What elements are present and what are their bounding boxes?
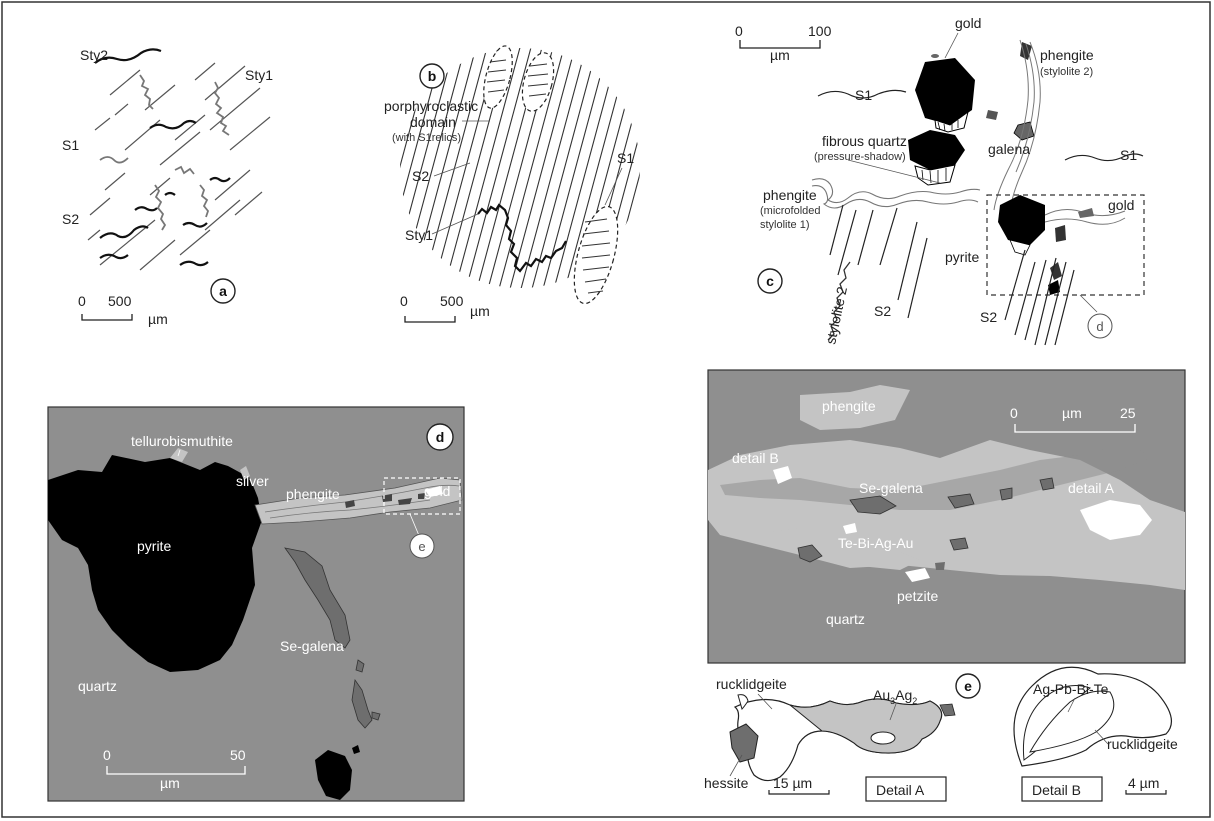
detail-a-scale-label: 15 µm <box>773 775 812 791</box>
label-phengite-s2: phengite <box>1040 47 1094 63</box>
gold-speck <box>931 54 939 58</box>
label-silver: silver <box>236 473 269 489</box>
panel-a-scale-value: 500 <box>108 293 132 309</box>
panel-c-scale-zero: 0 <box>735 23 743 39</box>
panel-e-scale-zero: 0 <box>1010 405 1018 421</box>
label-rucklidgeite: rucklidgeite <box>1107 736 1178 752</box>
label-domain: domain <box>410 114 456 130</box>
label-pyrite: pyrite <box>137 538 171 554</box>
panel-e-scale-value: 25 <box>1120 405 1136 421</box>
detail-b-scale-label: 4 µm <box>1128 775 1159 791</box>
panel-a-marker-label: a <box>219 283 227 299</box>
ref-e-marker-label: e <box>418 539 425 554</box>
panel-d-marker-label: d <box>436 429 445 445</box>
panel-e-scale-unit: µm <box>1062 405 1082 421</box>
label-s1: S1 <box>617 150 634 166</box>
label-s1-left: S1 <box>855 87 872 103</box>
mineral-grain <box>1055 225 1066 242</box>
label-quartz: quartz <box>78 678 117 694</box>
label-gold: gold <box>424 483 450 499</box>
panel-b-scale-unit: µm <box>470 303 490 319</box>
label-s1-right: S1 <box>1120 147 1137 163</box>
label-stylolite-1: stylolite 1) <box>760 219 810 231</box>
label-tellurobismuthite: tellurobismuthite <box>131 433 233 449</box>
panel-d: tellurobismuthite silver phengite gold p… <box>48 407 464 801</box>
panel-d-scale-value: 50 <box>230 747 246 763</box>
label-s2: S2 <box>412 168 429 184</box>
label-phengite: phengite <box>286 486 340 502</box>
panel-d-scale-zero: 0 <box>103 747 111 763</box>
detail-a-title: Detail A <box>876 782 925 798</box>
label-sty1: Sty1 <box>245 67 273 83</box>
detail-b-title: Detail B <box>1032 782 1081 798</box>
label-phengite-s1: phengite <box>763 187 817 203</box>
label-pressure-shadow: (pressure-shadow) <box>814 151 906 163</box>
label-gold-top: gold <box>955 15 981 31</box>
se-galena-grain <box>1040 478 1054 490</box>
label-s2: S2 <box>62 211 79 227</box>
panel-a-scale-unit: µm <box>148 311 168 327</box>
label-detail-b: detail B <box>732 450 779 466</box>
se-galena-grain <box>1000 488 1012 500</box>
label-s2-right: S2 <box>980 309 997 325</box>
label-quartz: quartz <box>826 611 865 627</box>
panel-e-marker-label: e <box>964 678 972 694</box>
label-gold-right: gold <box>1108 197 1134 213</box>
label-s2-mid: S2 <box>874 303 891 319</box>
panel-c-scale-value: 100 <box>808 23 832 39</box>
label-hessite: hessite <box>704 775 749 791</box>
label-with-s1-relics: (with S1relics) <box>392 132 461 144</box>
panel-b-marker-label: b <box>428 68 437 84</box>
mineral-grain <box>935 562 945 570</box>
label-rucklidgeite: rucklidgeite <box>716 676 787 692</box>
panel-d-scale-unit: µm <box>160 775 180 791</box>
panel-e: phengite detail B Se-galena detail A Te-… <box>708 370 1185 698</box>
panel-c-scale-unit: µm <box>770 47 790 63</box>
label-fibrous-quartz: fibrous quartz <box>822 133 907 149</box>
ref-d-marker-label: d <box>1096 319 1103 334</box>
label-galena: galena <box>988 141 1030 157</box>
label-microfolded: (microfolded <box>760 205 821 217</box>
panel-b-scale-value: 500 <box>440 293 464 309</box>
inclusion <box>871 732 895 744</box>
label-te-bi-ag-au: Te-Bi-Ag-Au <box>838 535 913 551</box>
label-stylolite-2-note: (stylolite 2) <box>1040 66 1093 78</box>
label-se-galena: Se-galena <box>280 638 344 654</box>
label-phengite: phengite <box>822 398 876 414</box>
label-se-galena: Se-galena <box>859 480 923 496</box>
panel-a-scale-zero: 0 <box>78 293 86 309</box>
panel-c-marker-label: c <box>766 273 774 289</box>
label-ag-pb-bi-te: Ag-Pb-Bi-Te <box>1033 681 1109 697</box>
label-petzite: petzite <box>897 588 938 604</box>
label-pyrite: pyrite <box>945 249 979 265</box>
label-sty1: Sty1 <box>405 227 433 243</box>
label-sty2: Sty2 <box>80 47 108 63</box>
label-s1: S1 <box>62 137 79 153</box>
panel-b-scale-zero: 0 <box>400 293 408 309</box>
label-porphyroclastic: porphyroclastic <box>384 98 478 114</box>
label-detail-a: detail A <box>1068 480 1115 496</box>
